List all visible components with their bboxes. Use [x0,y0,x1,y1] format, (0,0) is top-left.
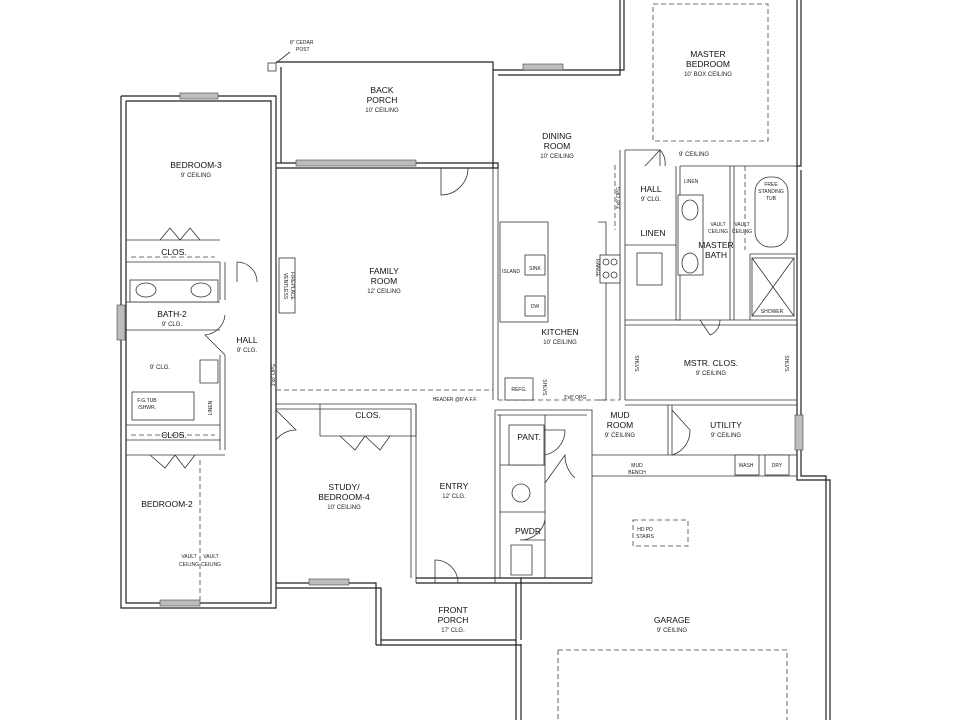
header-label: HEADER @8' A.F.F. [433,397,478,403]
opg-kitchen-label: 3'x8' OPG [564,395,587,401]
tub-label-3: TUB [766,196,777,202]
room-labels: MASTER BEDROOM 10' BOX CEILING BACK PORC… [141,49,742,634]
hall-master-ceiling: 9' CLG. [641,197,661,203]
bath2-ceiling-label: 9' CLG. [150,365,170,371]
mud-room-ceiling: 9' CEILING [605,433,635,439]
bedroom-3-ceiling: 9' CEILING [181,173,211,179]
utility-ceiling: 9' CEILING [711,433,741,439]
family-room-name-1: FAMILY [369,266,399,276]
back-porch-ceiling: 10' CEILING [365,108,399,114]
mud-bench-label-2: BENCH [628,470,646,476]
hall-left-ceiling: 9' CLG. [237,348,257,354]
vault-ceiling-2: CEILING [732,229,752,235]
ceiling-dashes [131,3,788,720]
master-ceiling-left: 9' CEILING [679,152,709,158]
bath-2-ceiling: 9' CLG. [162,322,182,328]
master-bath-name-1: MASTER [698,240,733,250]
tub-label-1: FREE [764,182,778,188]
bed2-vault-label-1: VAULT [181,554,196,560]
closet-bed3-label: CLOS. [161,247,187,257]
family-room-name-2: ROOM [371,276,397,286]
vault-label-2: VAULT [734,222,749,228]
closet-bed2-label: CLOS. [161,430,187,440]
shelves-closet-left-label: SHLVS. [633,355,639,372]
study-ceiling: 10' CEILING [327,505,361,511]
cedar-post-label-1: 8" CEDAR [290,40,314,46]
front-porch-name-2: PORCH [438,615,469,625]
kitchen-name: KITCHEN [541,327,578,337]
shelves-closet-right-label: SHLVS. [783,355,789,372]
opg-dining-label: 3'x8' OPG [616,187,622,210]
island-label: ISLAND [502,269,520,275]
refrigerator-label: REFG. [511,387,526,393]
mstr-clos-name: MSTR. CLOS. [684,358,738,368]
linen-bath2-label: LINEN [208,400,214,415]
dining-room-ceiling: 10' CEILING [540,154,574,160]
mud-room-name-1: MUD [610,410,629,420]
opg-hall-label: 3'x8' OPG [271,364,277,387]
family-room-ceiling: 12' CEILING [367,289,401,295]
closet-study-label: CLOS. [355,410,381,420]
master-bedroom-name-2: BEDROOM [686,59,730,69]
mud-room-name-2: ROOM [607,420,633,430]
exterior-walls [120,0,831,720]
entry-name: ENTRY [440,481,469,491]
back-porch-name-1: BACK [370,85,393,95]
fg-tub-label-2: /SHWR. [138,405,156,411]
dining-room-name-2: ROOM [544,141,570,151]
fg-tub-label-1: F.G.TUB [137,398,157,404]
master-bath-name-2: BATH [705,250,727,260]
misc-labels: 8" CEDAR POST CLOS. CLOS. CLOS. LINEN LI… [137,40,789,568]
mud-bench-label-1: MUD [631,463,643,469]
bed2-ceiling-label-2: CEILING [201,562,221,568]
garage-ceiling: 9' CEILING [657,628,687,634]
back-porch-name-2: PORCH [367,95,398,105]
linen-master-label: LINEN [684,179,699,185]
linen-hall-label: LINEN [640,228,665,238]
cedar-post-label-2: POST [296,47,310,53]
master-bedroom-ceiling: 10' BOX CEILING [684,72,732,78]
entry-ceiling: 12' CLG. [442,494,466,500]
tub-label-2: STANDING [758,189,784,195]
hall-master-name: HALL [640,184,662,194]
stairs-label-2: STAIRS [636,534,654,540]
garage-name: GARAGE [654,615,691,625]
shelves-kitchen-label: SHLVS. [541,379,547,396]
dw-label: DW [531,304,540,310]
bedroom-3-name: BEDROOM-3 [170,160,222,170]
hall-left-name: HALL [236,335,258,345]
study-name-1: STUDY/ [328,482,360,492]
windows [116,63,804,607]
study-name-2: BEDROOM-4 [318,492,370,502]
front-porch-name-1: FRONT [438,605,467,615]
bed2-vault-label-2: VAULT [203,554,218,560]
vault-ceiling-1: CEILING [708,229,728,235]
sink-label: SINK [529,266,541,272]
pantry-name: PANT. [517,432,540,442]
wash-label: WASH [739,463,754,469]
mstr-clos-ceiling: 9' CEILING [696,371,726,377]
fixtures [129,51,795,576]
bed2-ceiling-label-1: CEILING [179,562,199,568]
fireplace-label-2: FIREPLACE [289,272,295,300]
interior-walls [126,149,797,583]
vault-label-1: VAULT [710,222,725,228]
bedroom-2-name: BEDROOM-2 [141,499,193,509]
range-label: RANGE [594,259,600,277]
stairs-label-1: HD PD [637,527,653,533]
dry-label: DRY [772,463,783,469]
front-porch-ceiling: 17' CLG. [441,628,465,634]
doors [149,149,721,584]
bath-2-name: BATH-2 [157,309,187,319]
master-bedroom-name-1: MASTER [690,49,725,59]
powder-name: PWDR [515,526,541,536]
fireplace-label-1: VENTLESS [282,273,288,300]
kitchen-ceiling: 10' CEILING [543,340,577,346]
dining-room-name-1: DINING [542,131,572,141]
utility-name: UTILITY [710,420,742,430]
shower-label: SHOWER [761,309,784,315]
